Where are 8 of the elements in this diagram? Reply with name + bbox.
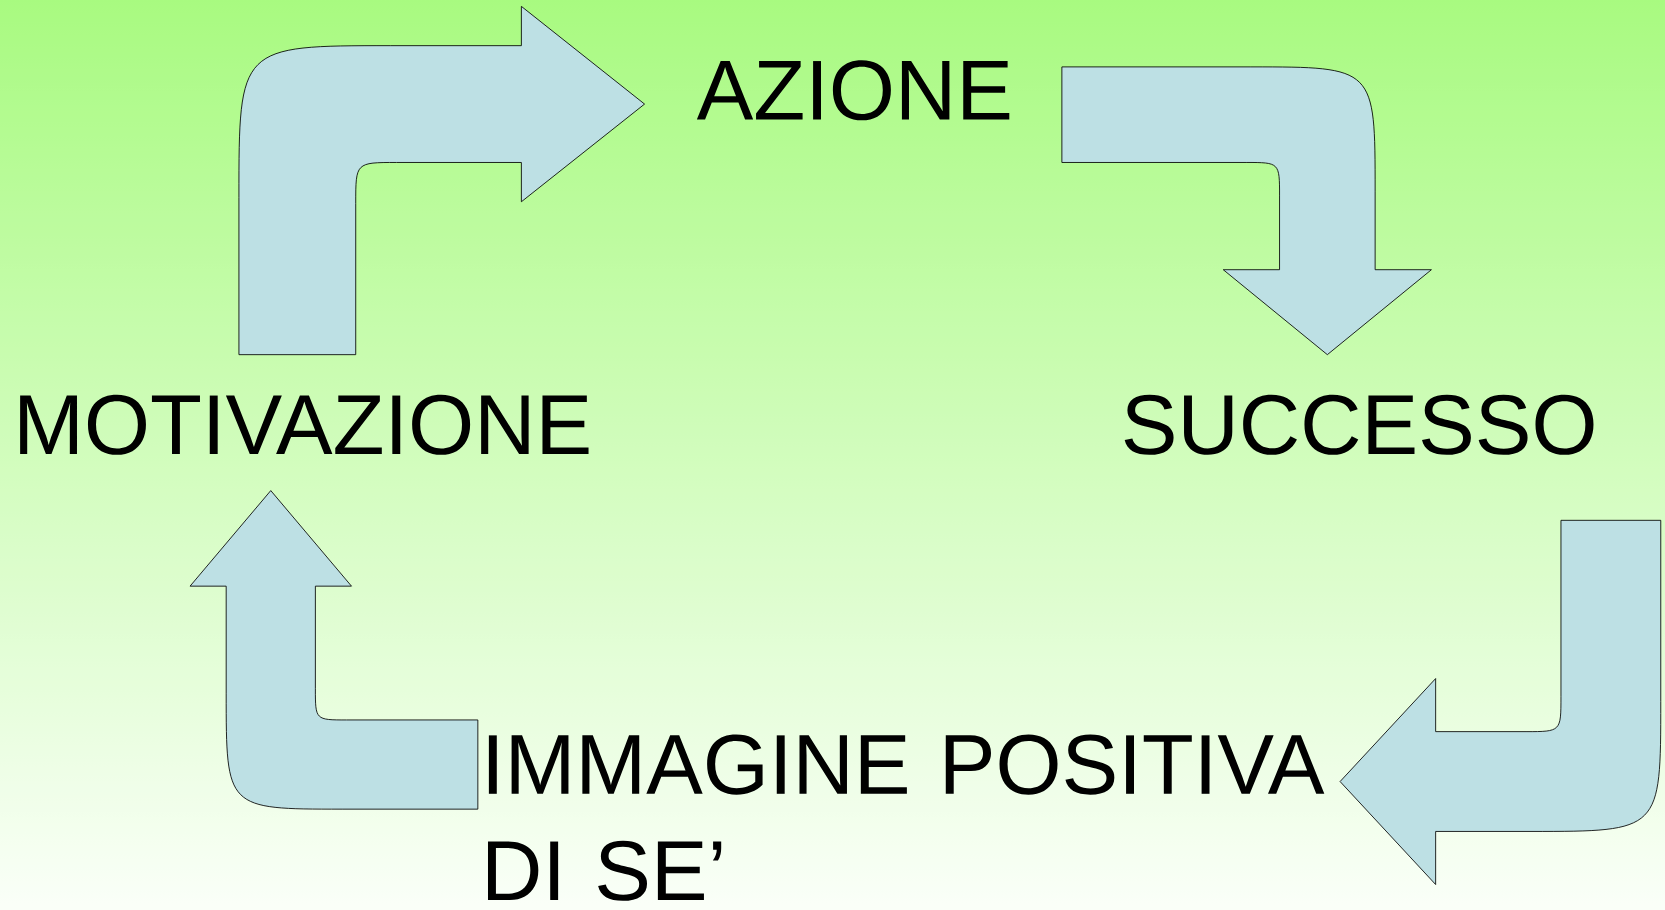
step-label: AZIONE xyxy=(696,60,1010,121)
step-label: SUCCESSO xyxy=(1124,394,1594,455)
block-arrow xyxy=(189,490,479,810)
step-label: MOTIVAZIONE xyxy=(20,394,589,455)
block-arrow xyxy=(1061,66,1432,356)
block-arrow xyxy=(238,5,645,356)
step-label: IMMAGINE POSITIVA DI SE’ xyxy=(488,734,1325,901)
block-arrow xyxy=(1339,519,1662,885)
